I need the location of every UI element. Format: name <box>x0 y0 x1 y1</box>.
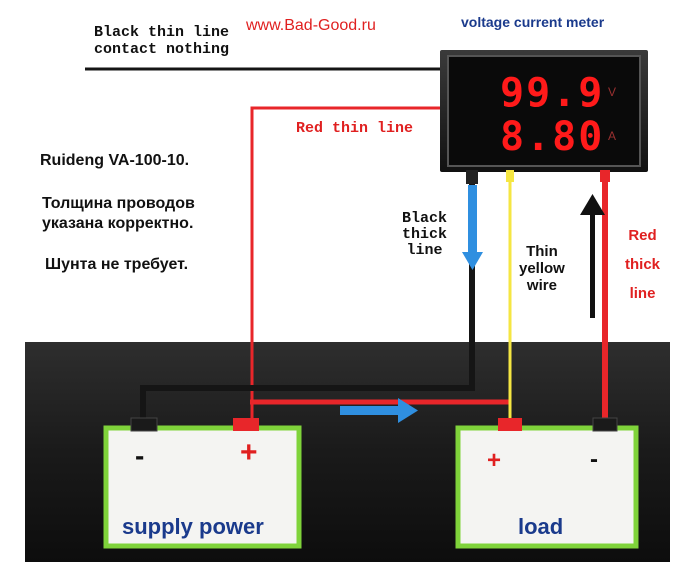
website-watermark: www.Bad-Good.ru <box>246 17 376 34</box>
black-thick-line-label-3: line <box>406 242 443 259</box>
load-plus-sign: + <box>487 447 502 474</box>
red-thick-line-label-2: thick <box>625 256 661 273</box>
shunt-note: Шунта не требует. <box>45 256 189 273</box>
supply-minus-sign: - <box>135 440 145 471</box>
red-thick-line-label: Red thick line <box>625 221 660 308</box>
meter-lead-black <box>466 170 478 184</box>
thin-yellow-wire-label-1: Thin <box>526 243 558 260</box>
thin-yellow-wire-label-2: yellow <box>519 260 565 277</box>
meter-lead-yellow <box>506 170 514 182</box>
supply-power-label: supply power <box>122 514 264 539</box>
blue-right-arrow <box>340 398 418 423</box>
wire-note: Толщина проводов указана корректно. <box>42 194 195 234</box>
black-thick-line-label-2: thick <box>402 226 448 243</box>
red-thin-wire <box>250 106 445 428</box>
current-reading: 8.80 <box>500 114 605 160</box>
black-thick-line-label-1: Black <box>402 210 448 227</box>
supply-plus-sign: + <box>240 436 258 469</box>
model-note: Ruideng VA-100-10. <box>40 152 190 169</box>
black-thin-line-label-line-2: contact nothing <box>94 41 230 58</box>
load-battery-body <box>455 417 639 549</box>
black-thick-wire <box>140 172 475 425</box>
blue-down-arrow <box>462 185 483 270</box>
wire-note-line-2: указана корректно. <box>42 215 194 232</box>
black-thick-line-label: Black thick line <box>402 211 447 259</box>
black-up-arrow <box>580 194 605 318</box>
supply-battery-body <box>103 417 302 549</box>
black-thin-line-label-line-1: Black thin line <box>94 24 230 41</box>
black-thin-line-label: Black thin line contact nothing <box>94 24 229 58</box>
meter-lead-red <box>600 170 610 182</box>
voltage-unit: V <box>608 85 617 99</box>
meter-body <box>440 50 648 172</box>
thin-yellow-wire-label: Thin yellow wire <box>519 243 565 294</box>
meter-title: voltage current meter <box>461 14 605 30</box>
voltage-reading: 99.9 <box>500 70 605 116</box>
thin-yellow-wire-label-3: wire <box>526 277 557 294</box>
red-thin-line-label: Red thin line <box>296 120 414 137</box>
wire-note-line-1: Толщина проводов <box>42 195 195 212</box>
load-label: load <box>518 514 564 539</box>
current-unit: A <box>608 129 617 143</box>
red-thick-line-label-3: line <box>629 285 656 302</box>
red-thick-line-label-1: Red <box>628 227 657 244</box>
load-minus-sign: - <box>590 446 598 473</box>
